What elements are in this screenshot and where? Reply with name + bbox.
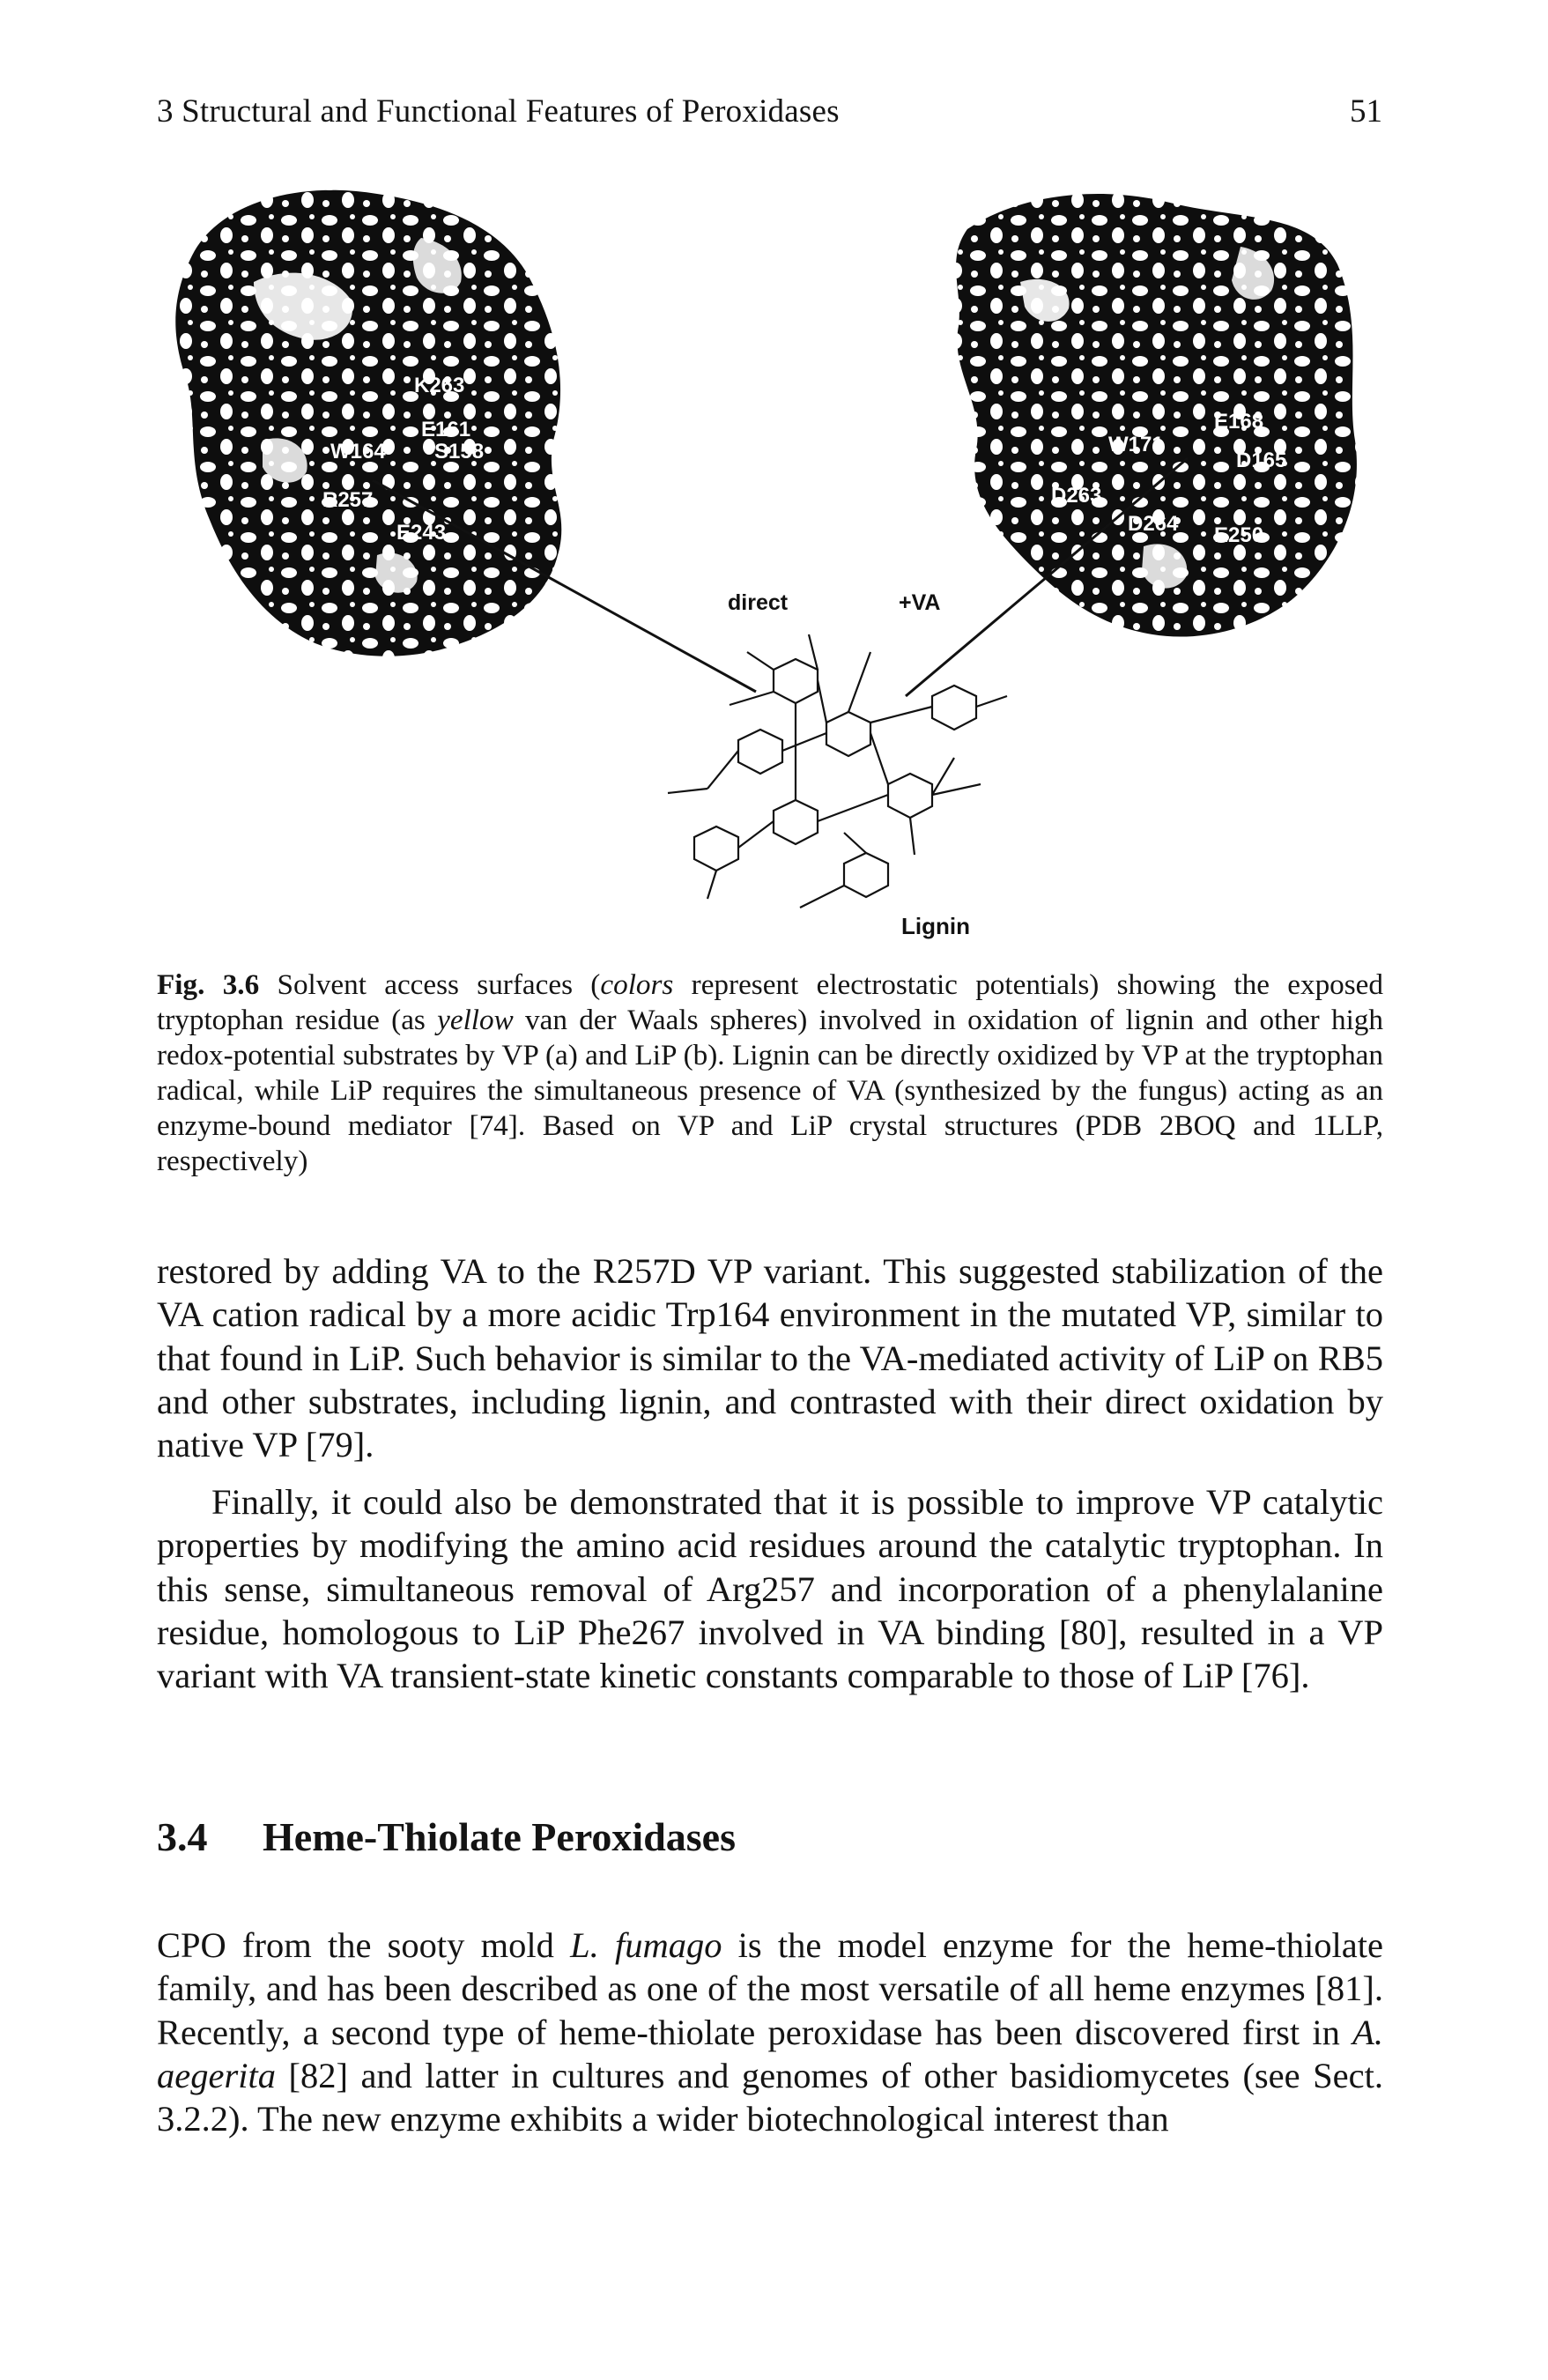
- section-heading: 3.4 Heme-Thiolate Peroxidases: [157, 1813, 736, 1860]
- label-d165: D165: [1236, 449, 1286, 472]
- running-title: 3 Structural and Functional Features of …: [157, 93, 840, 130]
- caption-italic: yellow: [437, 1004, 514, 1036]
- page-number: 51: [1350, 93, 1382, 130]
- label-d263: D263: [1051, 484, 1101, 508]
- label-direct: direct: [728, 590, 789, 615]
- label-e250: E250: [1214, 523, 1263, 547]
- paragraph-2: Finally, it could also be demonstrated t…: [157, 1482, 1383, 1696]
- caption-text: Solvent access surfaces (: [259, 968, 601, 1001]
- label-e168: E168: [1214, 410, 1263, 434]
- label-va: +VA: [899, 590, 940, 615]
- caption-italic: colors: [600, 968, 674, 1001]
- paragraph-text: [82] and latter in cultures and genomes …: [157, 2055, 1383, 2139]
- caption-lead: Fig. 3.6: [157, 968, 260, 1001]
- species-name: L. fumago: [570, 1925, 722, 1965]
- section-number: 3.4: [157, 1814, 208, 1859]
- paragraph-3: CPO from the sooty mold L. fumago is the…: [157, 1924, 1383, 2140]
- caption-text: represent electrostatic potentials) show…: [157, 968, 1384, 1036]
- label-lignin: Lignin: [901, 913, 970, 939]
- vp-surface-panel: K263 E161 W164 S158 R257 E243: [175, 189, 562, 656]
- label-w164: W164: [330, 440, 386, 463]
- label-k263: K263: [414, 374, 464, 397]
- caption-text: van der Waals spheres) involved in oxida…: [157, 1004, 1383, 1177]
- figure-3-6: K263 E161 W164 S158 R257 E243 E168 W171 …: [157, 176, 1381, 952]
- section-title: Heme-Thiolate Peroxidases: [263, 1814, 736, 1859]
- label-s158: S158: [434, 440, 484, 463]
- direct-arrow: [372, 478, 757, 693]
- lignin-structure: [667, 634, 1008, 908]
- figure-caption: Fig. 3.6 Solvent access surfaces (colors…: [157, 968, 1383, 1179]
- label-r257: R257: [322, 488, 373, 512]
- paragraph-text: is the model enzyme for the heme-thiolat…: [157, 1925, 1383, 2052]
- species-name: A. aegerita: [157, 2012, 1383, 2095]
- label-w171: W171: [1108, 433, 1164, 456]
- paragraph-text: CPO from the sooty mold: [157, 1925, 571, 1965]
- label-d264: D264: [1128, 512, 1179, 536]
- protein-surface-figure: K263 E161 W164 S158 R257 E243 E168 W171 …: [175, 189, 1357, 939]
- label-e243: E243: [396, 521, 446, 545]
- va-arrow: [905, 456, 1189, 698]
- lip-surface-panel: E168 W171 D165 D263 D264 E250: [956, 194, 1357, 637]
- vp-molecular-surface: [175, 189, 562, 656]
- paragraph-1: restored by adding VA to the R257D VP va…: [157, 1251, 1383, 1465]
- label-e161: E161: [421, 418, 470, 441]
